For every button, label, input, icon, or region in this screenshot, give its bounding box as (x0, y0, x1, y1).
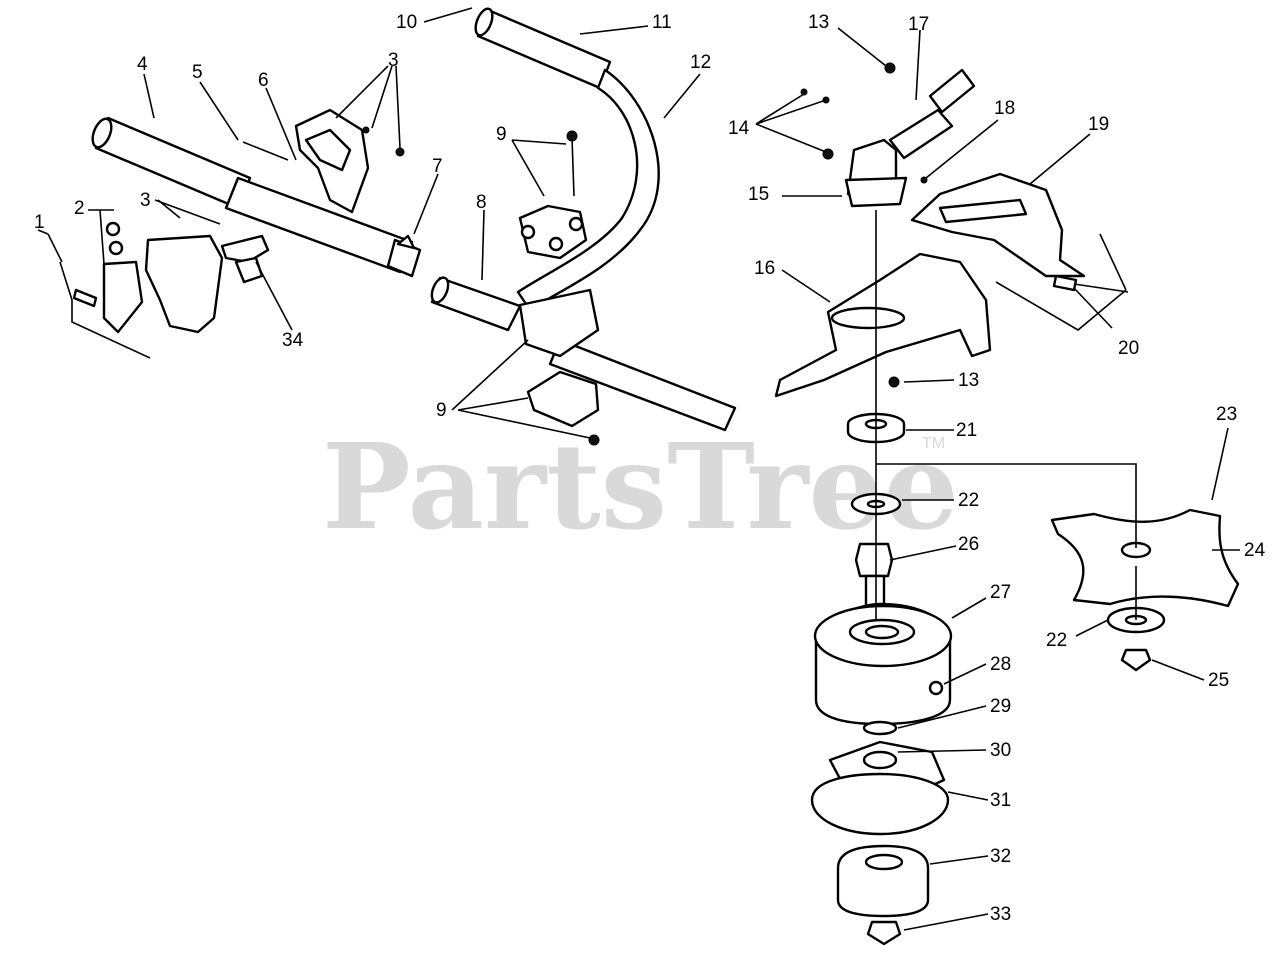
callout-24: 24 (1244, 540, 1266, 561)
part-19-guard-extension (910, 172, 1086, 278)
callout-1: 1 (34, 212, 45, 233)
callout-10: 10 (396, 12, 417, 33)
gearhead-drawing (774, 62, 1240, 946)
callout-22-right: 22 (1046, 630, 1067, 651)
callout-33: 33 (990, 904, 1011, 925)
callout-20: 20 (1118, 338, 1139, 359)
callout-17: 17 (908, 14, 929, 35)
part-2-switch (102, 260, 144, 334)
callout-9-upper: 9 (496, 124, 507, 145)
part-29-o-ring (862, 720, 898, 736)
shaft-assembly-drawing (59, 108, 522, 359)
part-25-blade-nut (1120, 648, 1152, 672)
part-3-throttle-housing (144, 234, 224, 334)
part-12-handle-bar (516, 68, 660, 312)
part-33-bolt (866, 920, 902, 946)
callout-7: 7 (432, 156, 443, 177)
part-9-upper-clamp (518, 204, 588, 260)
callout-21: 21 (956, 420, 977, 441)
callout-5: 5 (192, 62, 203, 83)
leader-lines (37, 7, 1240, 931)
callout-9-lower: 9 (436, 400, 447, 421)
watermark-brand: PartsTree (322, 417, 959, 556)
callout-15: 15 (748, 184, 769, 205)
callout-3-upper: 3 (388, 50, 399, 71)
callout-16: 16 (754, 258, 775, 279)
callout-18: 18 (994, 98, 1015, 119)
callout-27: 27 (990, 582, 1011, 603)
handle-assembly-drawing (474, 7, 737, 446)
callout-14: 14 (728, 118, 750, 139)
callout-31: 31 (990, 790, 1011, 811)
callout-4: 4 (137, 54, 148, 75)
callout-13-lower: 13 (958, 370, 979, 391)
callout-22-center: 22 (958, 490, 979, 511)
callout-30: 30 (990, 740, 1011, 761)
callout-26: 26 (958, 534, 979, 555)
part-24-blade (1050, 508, 1240, 608)
part-1-spring (59, 261, 151, 359)
callout-19: 19 (1088, 114, 1109, 135)
callout-32: 32 (990, 846, 1011, 867)
callout-2: 2 (74, 198, 85, 219)
callout-11: 11 (652, 12, 672, 33)
callout-28: 28 (990, 654, 1011, 675)
callout-6: 6 (258, 70, 269, 91)
callout-29: 29 (990, 696, 1011, 717)
part-31-spool-housing (810, 772, 950, 836)
watermark-trademark: TM (922, 435, 945, 452)
callout-3-lower: 3 (140, 190, 151, 211)
callout-8: 8 (476, 192, 487, 213)
callout-25: 25 (1208, 670, 1229, 691)
part-26-nut (854, 542, 894, 578)
part-15-mounting-flange (844, 176, 908, 208)
callout-labels: 1 2 3 3 4 5 6 7 8 9 9 10 11 12 13 13 14 … (34, 12, 1266, 925)
callout-12: 12 (690, 52, 711, 73)
part-11-handle-grip (476, 8, 612, 90)
part-9-lower-clamp (526, 370, 600, 428)
part-32-bump-knob (836, 844, 930, 918)
part-4-shaft-housing (94, 116, 252, 210)
callout-34: 34 (282, 330, 304, 351)
callout-13-upper: 13 (808, 12, 829, 33)
callout-23: 23 (1216, 404, 1237, 425)
